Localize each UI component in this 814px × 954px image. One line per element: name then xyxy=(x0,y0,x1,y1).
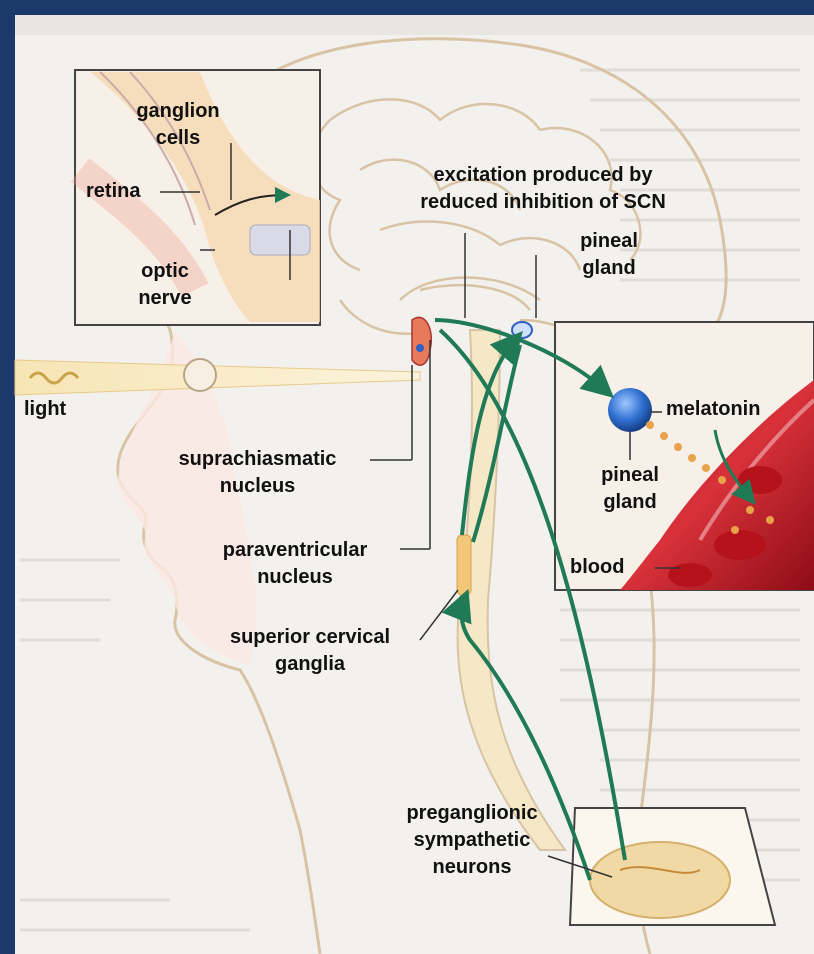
scn-dot xyxy=(416,344,424,352)
label-ganglion-line2: cells xyxy=(118,125,238,152)
label-superior-cervical: superior cervical ganglia xyxy=(195,624,425,678)
label-paraventricular: paraventricular nucleus xyxy=(190,537,400,591)
page-top-band xyxy=(15,15,814,35)
label-excitation-line2: reduced inhibition of SCN xyxy=(378,189,708,216)
pineal-body xyxy=(512,322,532,338)
label-preganglionic: preganglionic sympathetic neurons xyxy=(372,800,572,881)
label-pre-line3: neurons xyxy=(372,854,572,881)
label-ganglion-line1: ganglion xyxy=(118,98,238,125)
label-pineal-top-line2: gland xyxy=(554,255,664,282)
label-pineal-top-line1: pineal xyxy=(554,228,664,255)
label-pre-line1: preganglionic xyxy=(372,800,572,827)
label-optic-line1: optic xyxy=(115,258,215,285)
neuron-inset xyxy=(570,808,775,925)
label-scg-line1: superior cervical xyxy=(195,624,425,651)
label-melatonin: melatonin xyxy=(666,396,760,423)
label-pineal-gland-top: pineal gland xyxy=(554,228,664,282)
label-excitation-line1: excitation produced by xyxy=(378,162,708,189)
label-pre-line2: sympathetic xyxy=(372,827,572,854)
label-pineal-inset-line2: gland xyxy=(575,489,685,516)
label-scn-line1: suprachiasmatic xyxy=(145,446,370,473)
label-pvn-line2: nucleus xyxy=(190,564,400,591)
label-blood: blood xyxy=(570,554,624,581)
label-light: light xyxy=(24,396,66,423)
label-scg-line2: ganglia xyxy=(195,651,425,678)
label-pvn-line1: paraventricular xyxy=(190,537,400,564)
label-excitation: excitation produced by reduced inhibitio… xyxy=(378,162,708,216)
scn-nucleus xyxy=(412,317,431,365)
label-pineal-gland-inset: pineal gland xyxy=(575,462,685,516)
label-pineal-inset-line1: pineal xyxy=(575,462,685,489)
label-optic-line2: nerve xyxy=(115,285,215,312)
eye xyxy=(184,359,216,391)
blood-inset xyxy=(555,322,814,590)
label-retina: retina xyxy=(86,178,140,205)
label-scn-line2: nucleus xyxy=(145,473,370,500)
label-ganglion-cells: ganglion cells xyxy=(118,98,238,152)
superior-cervical-ganglion xyxy=(457,535,471,595)
label-optic-nerve: optic nerve xyxy=(115,258,215,312)
label-suprachiasmatic: suprachiasmatic nucleus xyxy=(145,446,370,500)
